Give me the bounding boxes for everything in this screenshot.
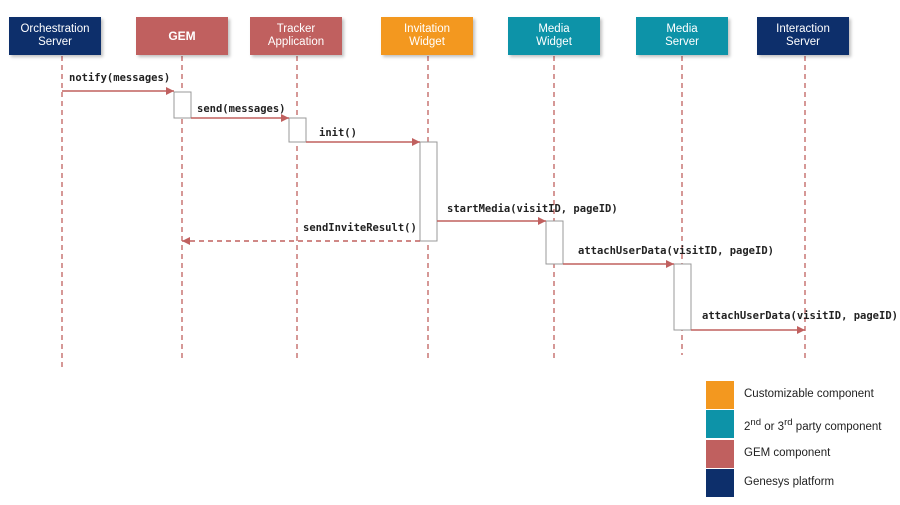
lane-label: Invitation Widget (403, 23, 451, 48)
arrowhead-5 (666, 260, 674, 268)
lane-gem: GEM (136, 17, 228, 55)
legend-label: GEM component (744, 447, 831, 459)
lane-invitation-widget: Invitation Widget (381, 17, 473, 55)
activation-bar-media-widget (545, 220, 564, 265)
lane-label: Media Widget (536, 23, 572, 48)
lane-media-widget: Media Widget (508, 17, 600, 55)
arrowhead-0 (166, 87, 174, 95)
legend-swatch-red (706, 440, 734, 468)
message-label-init: init() (319, 127, 357, 139)
message-arrows (62, 87, 805, 334)
legend-item-genesys-platform: Genesys platform (706, 469, 896, 497)
legend-label: 2nd or 3rd party component (744, 417, 882, 433)
arrowhead-4 (182, 237, 190, 245)
legend-label: Customizable component (744, 388, 874, 400)
arrowhead-3 (538, 217, 546, 225)
message-label-send-invite-result: sendInviteResult() (303, 222, 417, 234)
lane-media-server: Media Server (636, 17, 728, 55)
message-label-send: send(messages) (197, 103, 286, 115)
legend-swatch-teal (706, 410, 734, 438)
lane-label: Media Server (665, 23, 699, 48)
lane-label: Tracker Application (267, 23, 325, 48)
legend-swatch-navy (706, 469, 734, 497)
lane-orchestration-server: Orchestration Server (9, 17, 101, 55)
message-label-attach-user-data-1: attachUserData(visitID, pageID) (578, 245, 774, 257)
legend-item-gem-component: GEM component (706, 440, 896, 468)
lane-label: Interaction Server (776, 23, 830, 48)
legend-label: Genesys platform (744, 476, 835, 488)
legend-item-customizable: Customizable component (706, 381, 896, 409)
activation-bars (173, 91, 692, 331)
activation-bar-media-server (673, 263, 692, 331)
arrowhead-6 (797, 326, 805, 334)
arrowhead-1 (281, 114, 289, 122)
activation-bar-tracker (288, 117, 307, 143)
message-label-start-media: startMedia(visitID, pageID) (447, 203, 618, 215)
lane-interaction-server: Interaction Server (757, 17, 849, 55)
arrowhead-2 (412, 138, 420, 146)
activation-bar-invitation (419, 141, 438, 242)
lane-label: Orchestration Server (20, 23, 90, 48)
message-label-notify: notify(messages) (69, 72, 171, 84)
activation-bar-gem (173, 91, 192, 119)
lane-label: GEM (168, 28, 196, 43)
lane-tracker-application: Tracker Application (250, 17, 342, 55)
legend-swatch-orange (706, 381, 734, 409)
legend-item-party-component: 2nd or 3rd party component (706, 410, 896, 438)
message-label-attach-user-data-2: attachUserData(visitID, pageID) (702, 310, 898, 322)
